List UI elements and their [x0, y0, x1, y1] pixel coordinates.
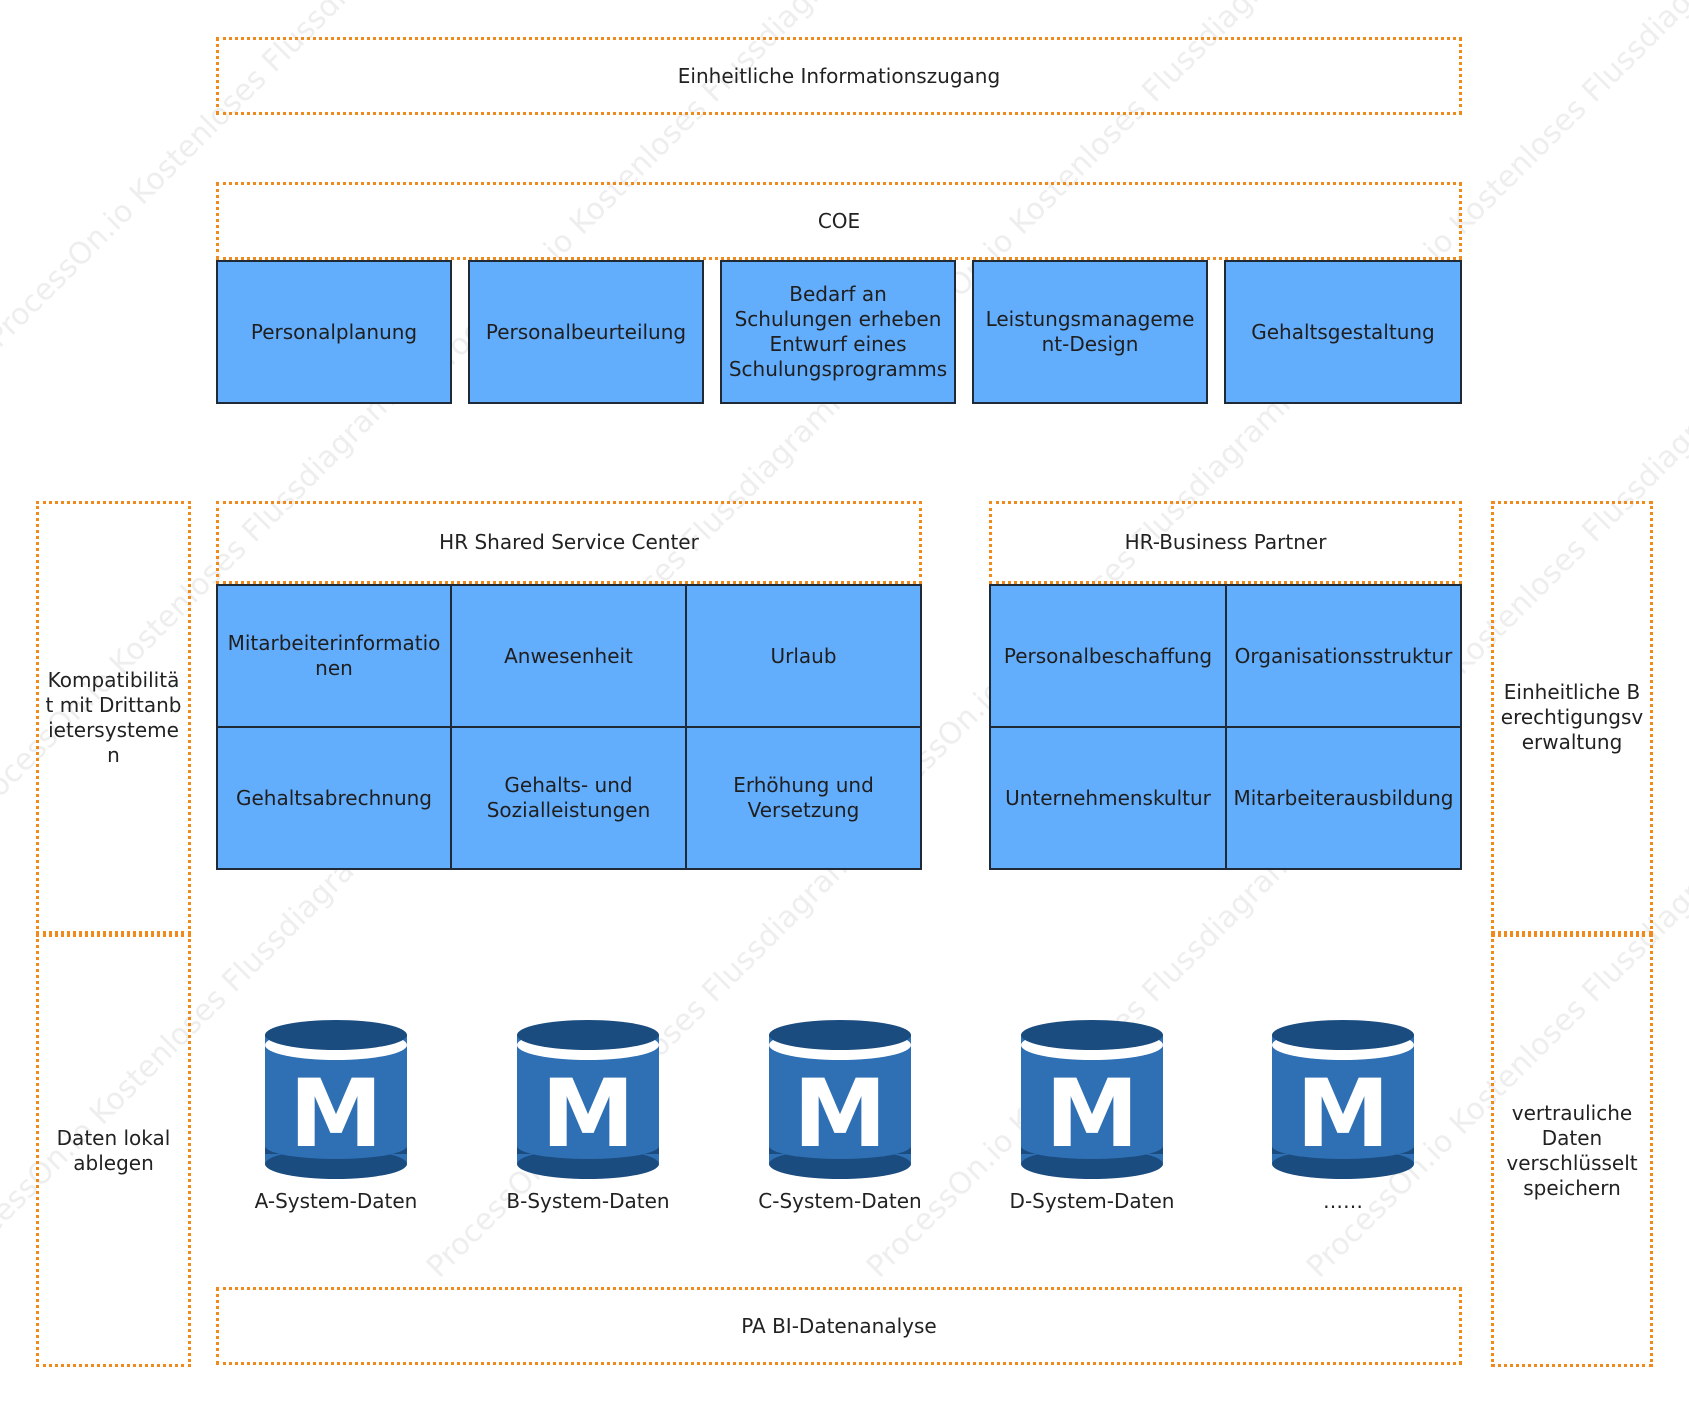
ssc-item-gehalts-sozialleistungen: Gehalts- und Sozialleistungen [450, 726, 687, 870]
ssc-frame [216, 501, 922, 584]
coe-item-personalbeurteilung: Personalbeurteilung [468, 260, 704, 404]
database-icon: M [1021, 1020, 1163, 1179]
database-icon: M [517, 1020, 659, 1179]
hrbp-item-organisationsstruktur: Organisationsstruktur [1225, 584, 1462, 728]
database-label-c: C-System-Daten [758, 1189, 922, 1213]
database-label-a: A-System-Daten [254, 1189, 418, 1213]
hrbp-item-personalbeschaffung: Personalbeschaffung [989, 584, 1227, 728]
left-bottom-label: Daten lokal ablegen [56, 1125, 171, 1175]
hrbp-item-mitarbeiterausbildung: Mitarbeiterausbildung [1225, 726, 1462, 870]
coe-label: COE [817, 208, 861, 233]
ssc-item-anwesenheit: Anwesenheit [450, 584, 687, 728]
ssc-title: HR Shared Service Center [439, 530, 699, 554]
right-top-frame [1491, 501, 1653, 934]
database-label-b: B-System-Daten [506, 1189, 670, 1213]
right-bottom-label: vertrauliche Daten verschlüsselt speiche… [1506, 1100, 1638, 1200]
database-icon: M [769, 1020, 911, 1179]
right-top-label: Einheitliche Berechtigungsverwaltung [1500, 680, 1644, 754]
left-top-frame [36, 501, 191, 934]
database-letter: M [1296, 1060, 1390, 1169]
ssc-item-gehaltsabrechnung: Gehaltsabrechnung [216, 726, 452, 870]
ssc-item-urlaub: Urlaub [685, 584, 922, 728]
database-icon: M [1272, 1020, 1414, 1179]
right-bottom-frame [1491, 934, 1653, 1367]
hrbp-item-unternehmenskultur: Unternehmenskultur [989, 726, 1227, 870]
database-letter: M [793, 1060, 887, 1169]
left-top-label: Kompatibilität mit Drittanbietersystemen [45, 667, 182, 767]
database-label-d: D-System-Daten [1009, 1189, 1175, 1213]
ssc-item-mitarbeiterinformationen: Mitarbeiterinformationen [216, 584, 452, 728]
left-bottom-frame [36, 934, 191, 1367]
bi-label: PA BI-Datenanalyse [741, 1313, 937, 1338]
ssc-item-erhoehung-versetzung: Erhöhung und Versetzung [685, 726, 922, 870]
hrbp-title: HR-Business Partner [1124, 530, 1327, 554]
database-icon: M [265, 1020, 407, 1179]
database-label-more: …… [1323, 1189, 1363, 1213]
access-frame [216, 37, 1462, 115]
bi-frame [216, 1287, 1462, 1365]
hrbp-frame [989, 501, 1462, 584]
coe-item-schulungen: Bedarf an Schulungen erheben Entwurf ein… [720, 260, 956, 404]
coe-item-leistungsmanagement: Leistungsmanagement-Design [972, 260, 1208, 404]
database-letter: M [541, 1060, 635, 1169]
coe-item-gehaltsgestaltung: Gehaltsgestaltung [1224, 260, 1462, 404]
coe-frame [216, 182, 1462, 260]
coe-item-personalplanung: Personalplanung [216, 260, 452, 404]
database-letter: M [289, 1060, 383, 1169]
database-letter: M [1045, 1060, 1139, 1169]
access-label: Einheitliche Informationszugang [677, 63, 1001, 88]
